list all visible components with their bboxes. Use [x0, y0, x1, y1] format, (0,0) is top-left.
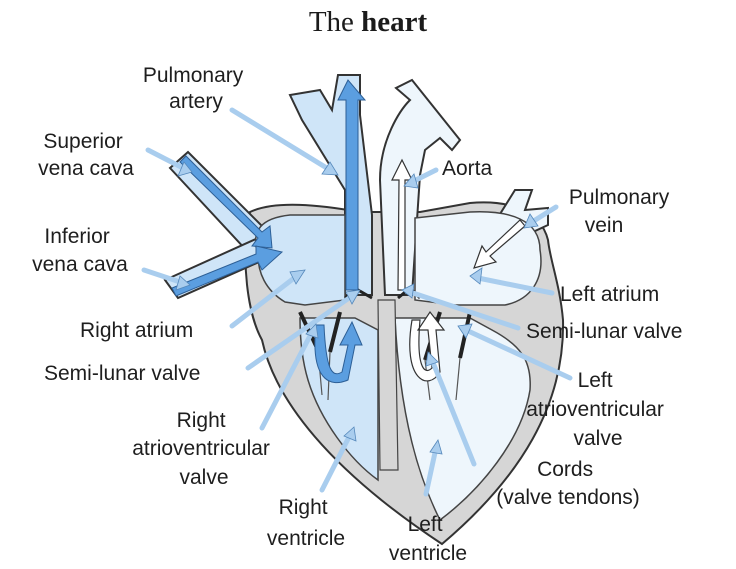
label-ivc-line2: vena cava [32, 253, 128, 276]
label-right-atrium: Right atrium [80, 319, 193, 342]
label-right-ventricle: Right ventricle [267, 496, 345, 550]
label-right-atrioventricular-valve: Right atrioventricular valve [132, 409, 276, 489]
label-cords: Cords (valve tendons) [496, 458, 640, 509]
label-left-atrium: Left atrium [560, 283, 659, 306]
label-right-ventricle-line2: ventricle [267, 527, 345, 550]
label-right-av-line3: valve [179, 466, 228, 489]
label-right-av-line2: atrioventricular [132, 437, 270, 460]
label-aorta: Aorta [442, 157, 493, 180]
label-svc-line2: vena cava [38, 157, 134, 180]
label-left-av-line1: Left [578, 369, 613, 392]
flow-svc-arrow [180, 156, 272, 248]
label-superior-vena-cava: Superior vena cava [38, 130, 134, 180]
label-right-ventricle-line1: Right [279, 496, 328, 519]
label-left-ventricle-line2: ventricle [389, 542, 467, 565]
label-cords-line2: (valve tendons) [496, 486, 640, 509]
label-semi-lunar-left-line1: Semi-lunar valve [526, 320, 682, 343]
label-left-ventricle-line1: Left [408, 513, 443, 536]
label-svc-line1: Superior [43, 130, 122, 153]
label-pulmonary-vein-line1: Pulmonary [569, 186, 670, 209]
label-cords-line1: Cords [537, 458, 593, 481]
label-inferior-vena-cava: Inferior vena cava [32, 225, 128, 276]
label-aorta-line1: Aorta [442, 157, 493, 180]
label-ivc-line1: Inferior [44, 225, 109, 248]
pointer-superior-vena-cava [148, 150, 183, 168]
label-pulmonary-vein: Pulmonary vein [569, 186, 675, 237]
label-pulmonary-artery: Pulmonary artery [143, 64, 249, 113]
label-left-atrium-line1: Left atrium [560, 283, 659, 306]
label-semi-lunar-valve-left: Semi-lunar valve [526, 320, 682, 343]
label-right-atrium-line1: Right atrium [80, 319, 193, 342]
label-semi-lunar-valve-right: Semi-lunar valve [44, 362, 200, 385]
septum [378, 300, 398, 470]
label-left-av-line3: valve [573, 427, 622, 450]
label-pulmonary-artery-line1: Pulmonary [143, 64, 244, 87]
label-pulmonary-artery-line2: artery [169, 90, 223, 113]
label-left-av-line2: atrioventricular [526, 398, 664, 421]
label-right-av-line1: Right [177, 409, 226, 432]
label-pulmonary-vein-line2: vein [585, 214, 624, 237]
label-semi-lunar-right-line1: Semi-lunar valve [44, 362, 200, 385]
